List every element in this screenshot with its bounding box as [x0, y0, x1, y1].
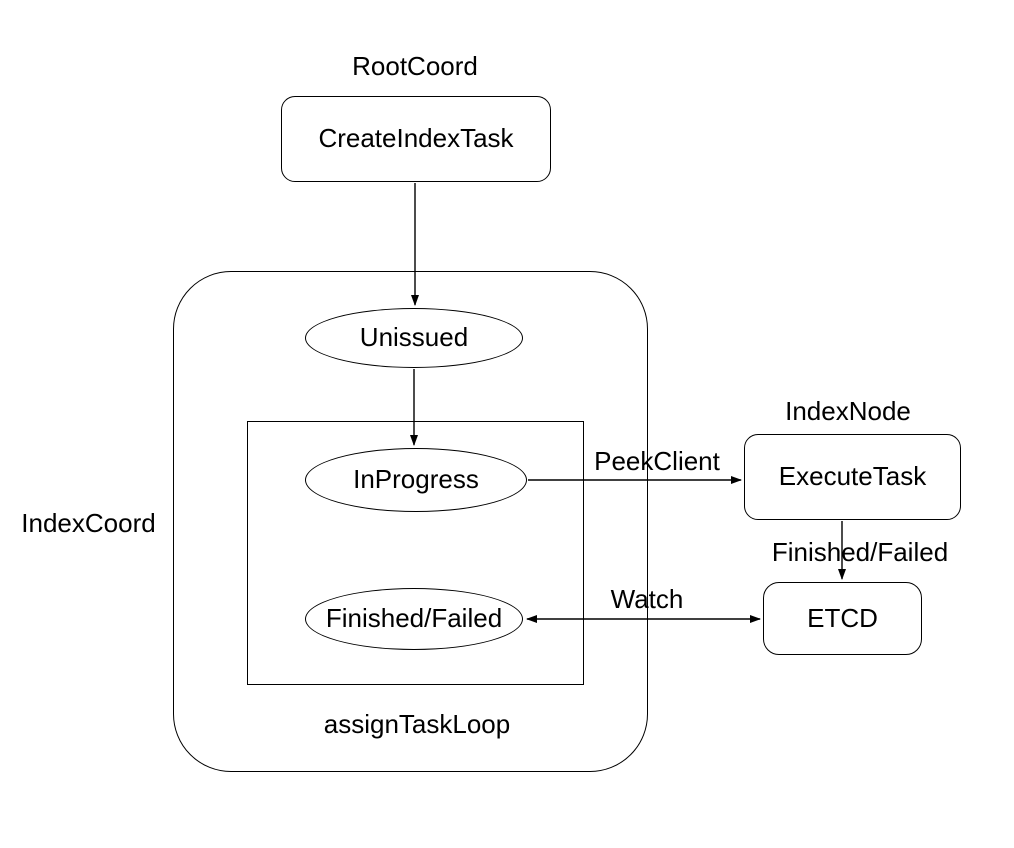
index-coord-label: IndexCoord — [21, 508, 156, 538]
finished-failed-edge-label: Finished/Failed — [771, 537, 949, 567]
in-progress-node: InProgress — [305, 448, 527, 512]
peek-client-edge-label: PeekClient — [594, 446, 720, 476]
create-index-task-label: CreateIndexTask — [318, 123, 514, 154]
etcd-label: ETCD — [807, 602, 878, 633]
finished-failed-label: Finished/Failed — [325, 603, 503, 634]
finished-failed-node: Finished/Failed — [305, 588, 523, 650]
root-coord-label: RootCoord — [352, 51, 478, 81]
assign-task-loop-label: assignTaskLoop — [323, 709, 511, 739]
index-coord-container — [173, 271, 648, 772]
etcd-node: ETCD — [763, 582, 922, 655]
in-progress-label: InProgress — [353, 464, 479, 495]
unissued-node: Unissued — [305, 308, 523, 368]
watch-edge-label: Watch — [610, 584, 684, 614]
execute-task-node: ExecuteTask — [744, 434, 961, 520]
execute-task-label: ExecuteTask — [778, 461, 927, 492]
index-node-label: IndexNode — [785, 396, 911, 426]
assign-task-loop-box — [247, 421, 584, 685]
create-index-task-node: CreateIndexTask — [281, 96, 551, 182]
unissued-label: Unissued — [359, 322, 469, 353]
